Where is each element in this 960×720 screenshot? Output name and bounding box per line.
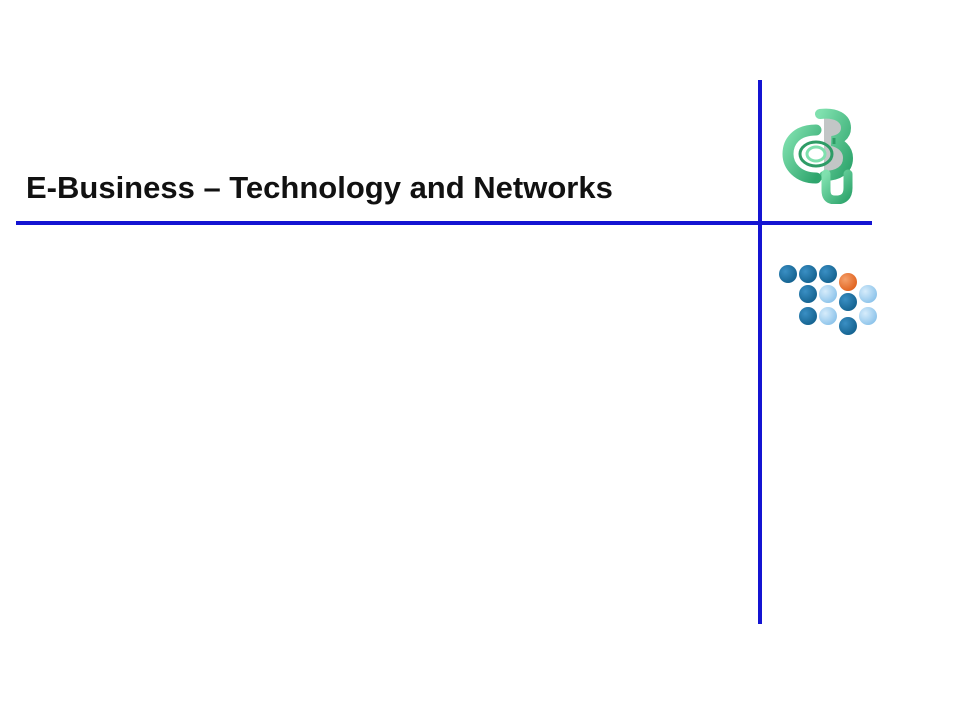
dot-grid-logo-icon: [779, 265, 877, 335]
horizontal-divider: [16, 221, 872, 225]
institution-logo-icon: [782, 108, 854, 204]
vertical-divider: [758, 80, 762, 624]
slide-title: E-Business – Technology and Networks: [26, 170, 613, 205]
